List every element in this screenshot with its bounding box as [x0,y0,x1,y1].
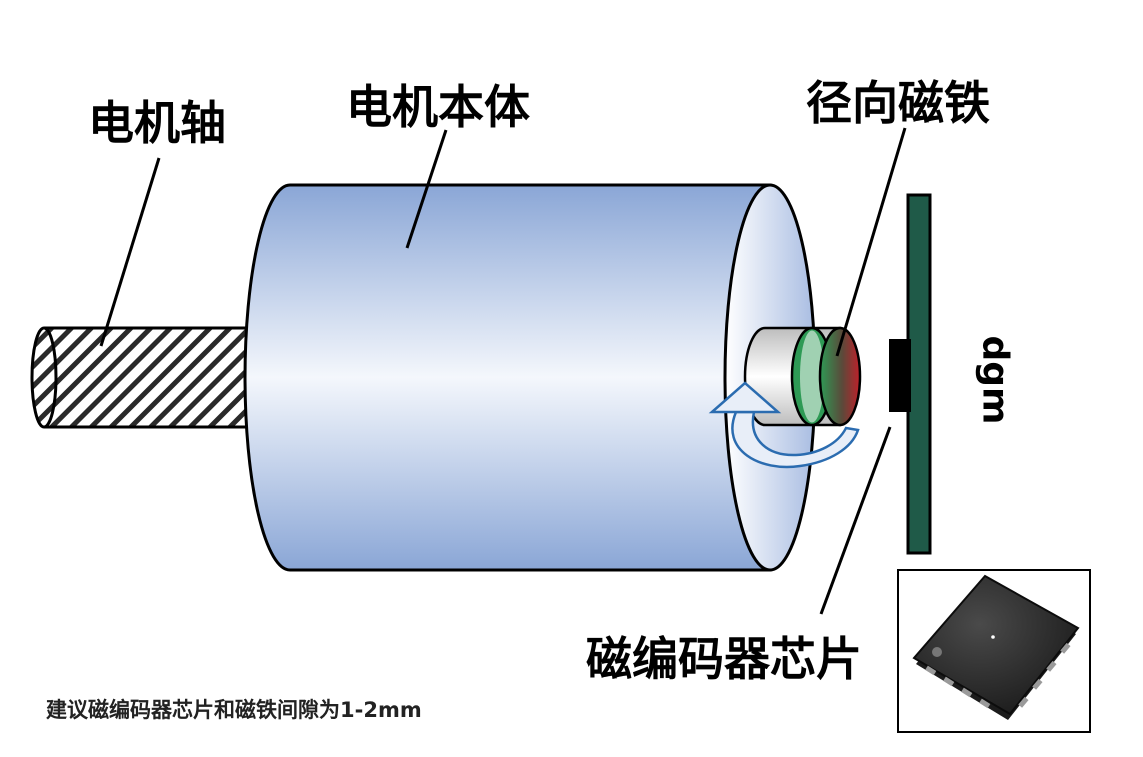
encoder-chip-label: 磁编码器芯片 [586,632,862,686]
radial-magnet [743,326,862,427]
gap-note: 建议磁编码器芯片和磁铁间隙为1-2mm [46,698,422,722]
leader-encoder-chip [819,426,892,615]
leader-motor-body [405,129,448,249]
pcb-mark-label: dgm [974,335,1016,425]
pcb-board [906,193,932,555]
leader-motor-shaft [99,157,161,347]
motor-body-label: 电机本体 [346,80,530,134]
encoder-chip [889,339,911,412]
qfn-chip-icon [897,569,1091,733]
rotation-arrow-icon [708,381,860,469]
leader-radial-magnet [835,127,907,357]
motor-shaft [30,326,246,429]
motor-body [243,183,817,572]
radial-magnet-label: 径向磁铁 [806,76,990,130]
leader-lines [99,127,907,615]
motor-shaft-label: 电机轴 [88,96,226,150]
